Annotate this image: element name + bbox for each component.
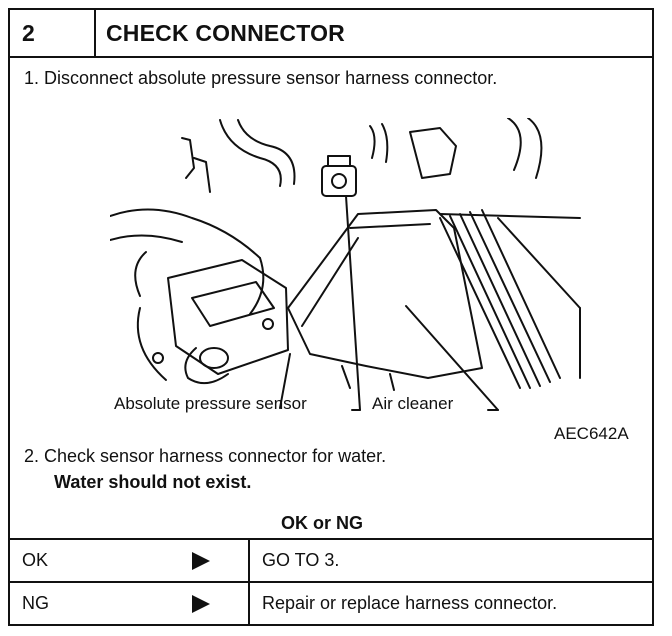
arrow-right-icon (192, 552, 210, 570)
throttle-body (167, 259, 289, 375)
column-divider (248, 540, 250, 581)
upper-hose (219, 119, 282, 187)
result-action: Repair or replace harness connector. (262, 593, 558, 613)
results-table: OK GO TO 3. NG Repair or replace harness… (10, 538, 652, 624)
label-air-cleaner: Air cleaner (372, 394, 454, 413)
instruction-1: 1. Disconnect absolute pressure sensor h… (24, 68, 498, 88)
column-divider (248, 583, 250, 624)
engine-bay-illustration (110, 118, 581, 411)
figure-id: AEC642A (554, 424, 629, 443)
result-code: NG (22, 593, 49, 613)
air-cleaner-housing (287, 209, 483, 379)
step-number: 2 (10, 10, 96, 56)
expected-result: Water should not exist. (54, 472, 252, 492)
sensor-leader-line (345, 195, 361, 411)
step-header: 2 CHECK CONNECTOR (10, 10, 652, 58)
result-code: OK (22, 550, 49, 570)
result-row-ok: OK GO TO 3. (10, 538, 652, 581)
procedure-box: 2 CHECK CONNECTOR 1. Disconnect absolute… (8, 8, 654, 626)
result-row-ng: NG Repair or replace harness connector. (10, 581, 652, 624)
result-action: GO TO 3. (262, 550, 340, 570)
step-title: CHECK CONNECTOR (106, 20, 345, 46)
cleaner-leader-line (405, 305, 499, 411)
arrow-right-icon (192, 595, 210, 613)
instruction-2: 2. Check sensor harness connector for wa… (24, 446, 387, 466)
label-absolute-pressure-sensor: Absolute pressure sensor (114, 394, 307, 413)
results-heading: OK or NG (281, 513, 364, 533)
